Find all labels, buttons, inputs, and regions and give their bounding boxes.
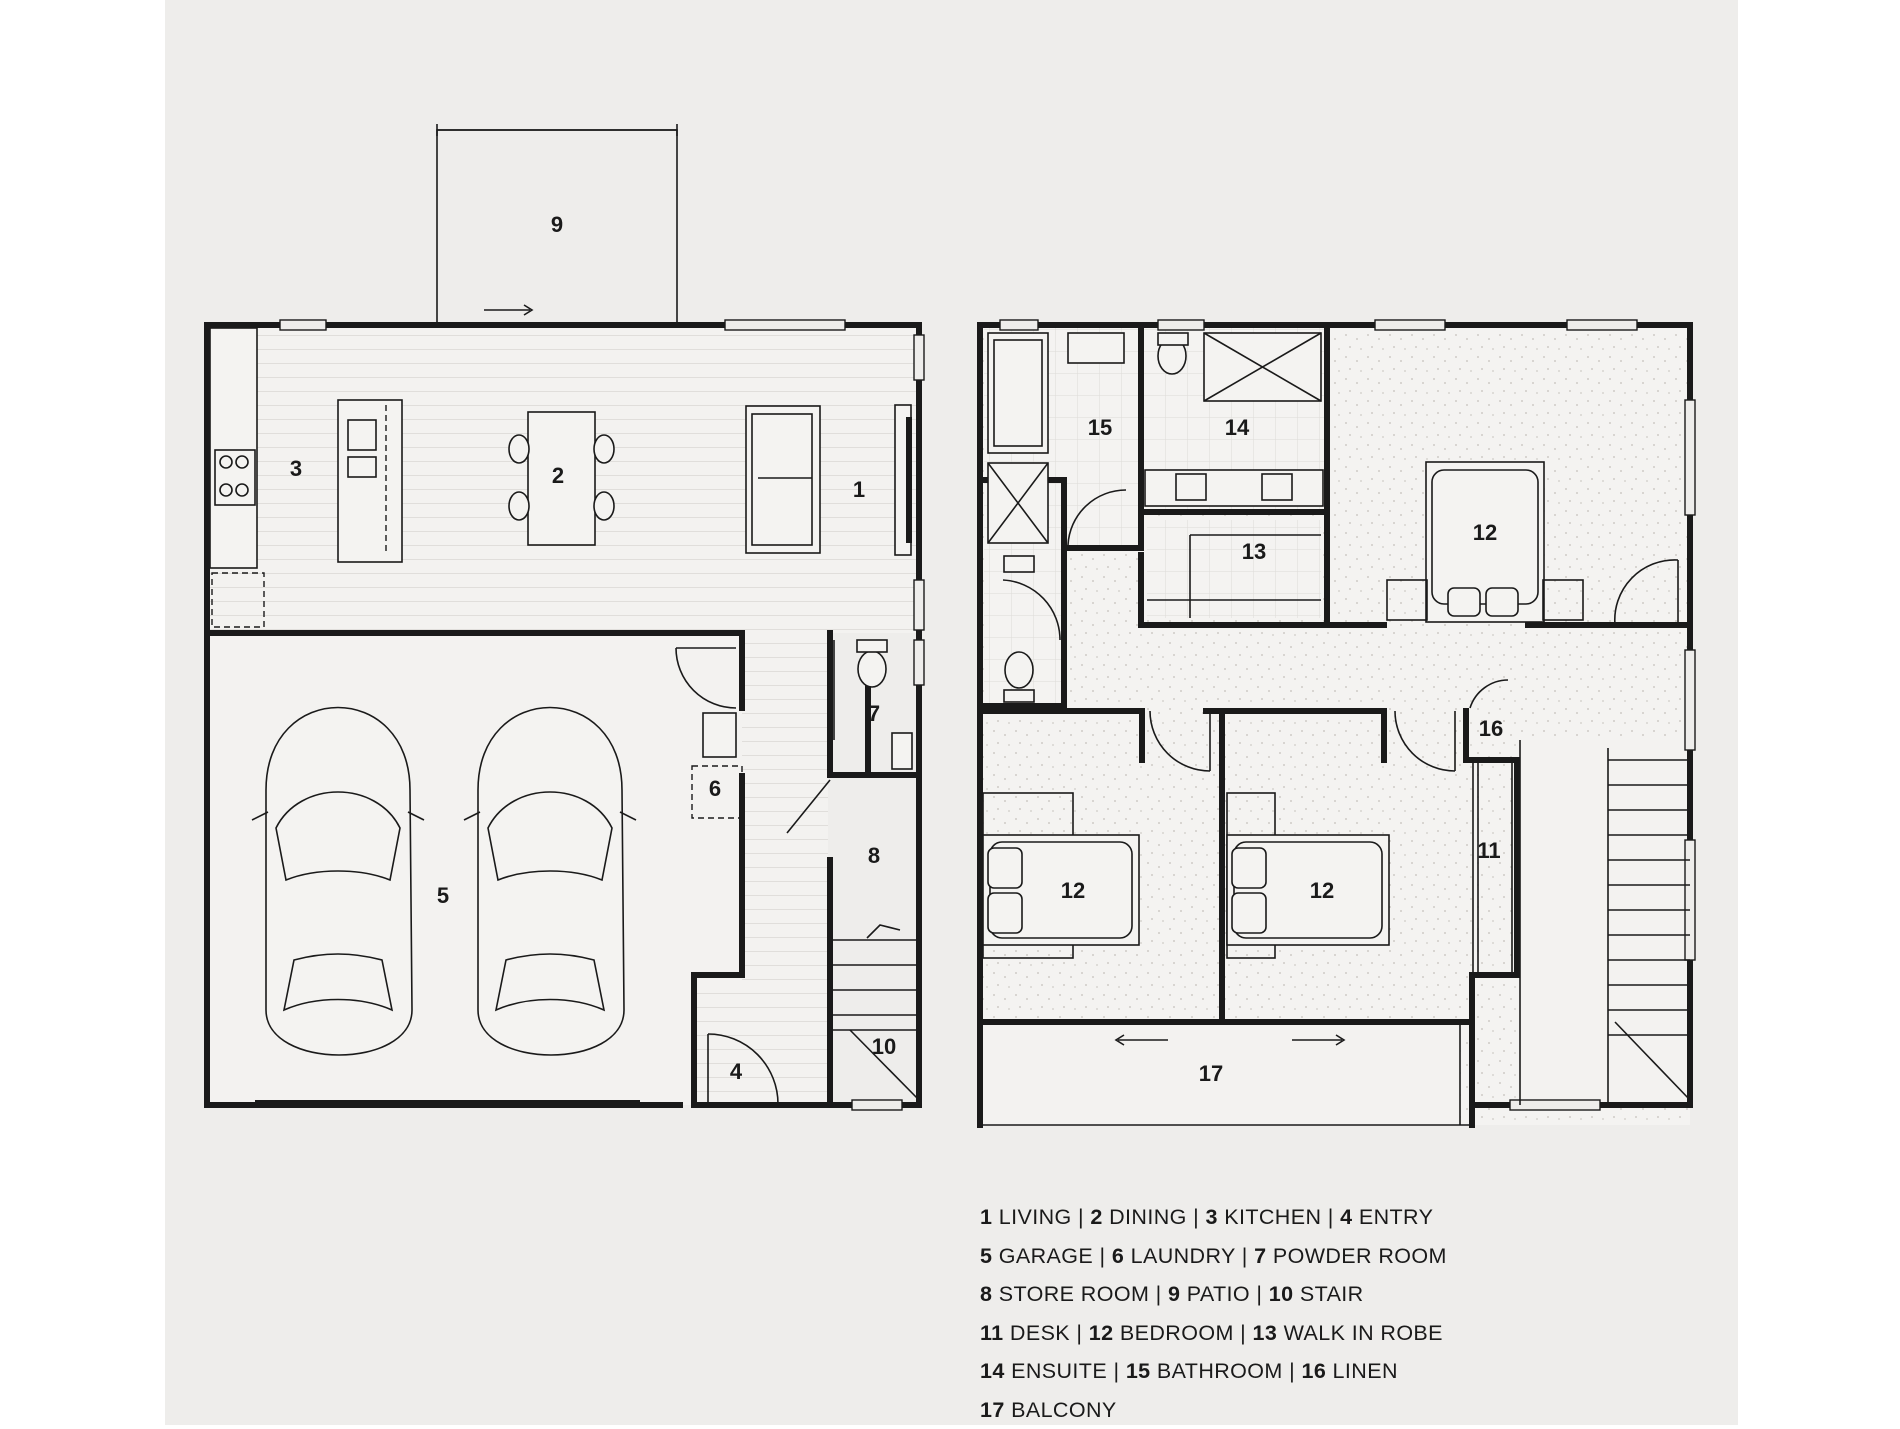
room-label-linen: 16 (1479, 716, 1503, 741)
room-label-living: 1 (853, 477, 865, 502)
room-label-store-room: 8 (868, 843, 880, 868)
legend-line: 14 ENSUITE | 15 BATHROOM | 16 LINEN (980, 1352, 1580, 1391)
room-label-entry: 4 (730, 1059, 743, 1084)
legend-line: 5 GARAGE | 6 LAUNDRY | 7 POWDER ROOM (980, 1237, 1580, 1276)
room-label-bathroom: 15 (1088, 415, 1112, 440)
room-legend: 1 LIVING | 2 DINING | 3 KITCHEN | 4 ENTR… (980, 1198, 1580, 1429)
room-label-stair: 10 (872, 1034, 896, 1059)
ground-stair (830, 925, 919, 1100)
room-label-ensuite: 14 (1225, 415, 1250, 440)
room-label-bedroom-left: 12 (1061, 878, 1085, 903)
legend-line: 1 LIVING | 2 DINING | 3 KITCHEN | 4 ENTR… (980, 1198, 1580, 1237)
room-label-dining: 2 (552, 463, 564, 488)
room-label-master-bedroom: 12 (1473, 520, 1497, 545)
room-label-powder-room: 7 (868, 701, 880, 726)
legend-line: 11 DESK | 12 BEDROOM | 13 WALK IN ROBE (980, 1314, 1580, 1353)
car-left (252, 708, 424, 1056)
room-label-laundry: 6 (709, 776, 721, 801)
room-label-balcony: 17 (1199, 1061, 1223, 1086)
room-label-bedroom-right: 12 (1310, 878, 1334, 903)
entry-floor (694, 985, 830, 1105)
legend-line: 17 BALCONY (980, 1391, 1580, 1429)
legend-line: 8 STORE ROOM | 9 PATIO | 10 STAIR (980, 1275, 1580, 1314)
room-label-walk-in-robe: 13 (1242, 539, 1266, 564)
room-label-kitchen: 3 (290, 456, 302, 481)
room-label-patio: 9 (551, 212, 563, 237)
room-label-garage: 5 (437, 883, 449, 908)
car-right (464, 708, 636, 1056)
room-label-desk: 11 (1477, 838, 1500, 863)
